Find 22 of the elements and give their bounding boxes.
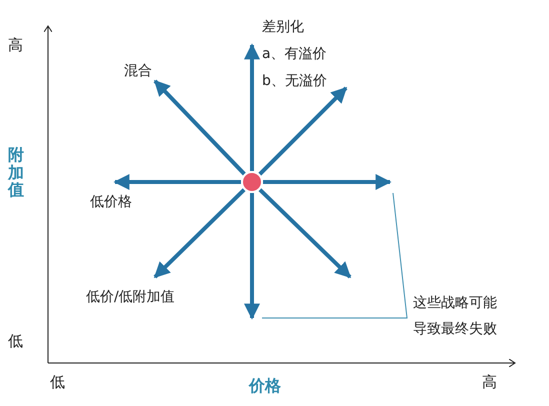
note-text: 这些战略可能导致最终失败 — [413, 294, 498, 339]
arrow — [258, 188, 352, 278]
axis-tick-label: 低 — [50, 372, 65, 393]
arrow — [258, 86, 348, 176]
axis-tick-label: 高 — [482, 372, 497, 393]
strategy-label: 混合 — [124, 62, 152, 81]
arrow — [263, 174, 392, 190]
strategy-label: 低价格 — [90, 193, 132, 212]
axis-tick-label: 低 — [8, 331, 23, 352]
arrow — [244, 43, 260, 171]
axis-title: 附加值 — [8, 146, 24, 199]
axis-title: 价格 — [249, 375, 281, 397]
strategy-label: a、有溢价 — [262, 45, 327, 64]
arrow — [154, 80, 246, 176]
strategy-label: 低价/低附加值 — [86, 288, 175, 307]
arrow — [113, 174, 241, 190]
arrow — [154, 188, 246, 278]
axis-tick-label: 高 — [8, 35, 23, 56]
arrow — [244, 193, 260, 320]
strategy-label: 差别化 — [262, 18, 304, 37]
center-dot — [241, 171, 263, 193]
strategy-label: b、无溢价 — [262, 72, 327, 91]
